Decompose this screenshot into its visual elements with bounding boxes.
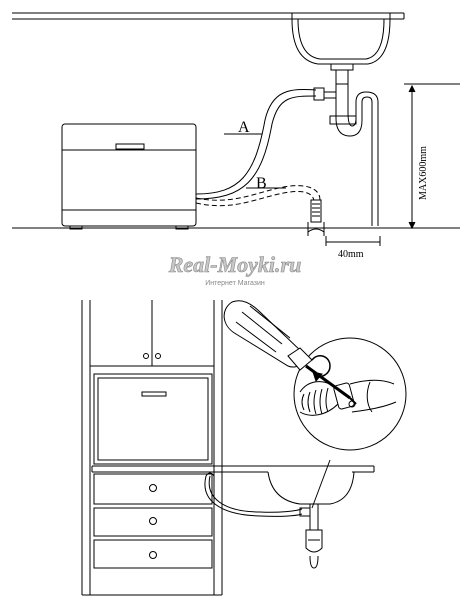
bottom-drain-hose bbox=[204, 472, 303, 517]
label-max-height: MAX600mm bbox=[418, 146, 429, 200]
upper-cabinet-doors bbox=[90, 300, 214, 367]
dishwasher-unit bbox=[61, 123, 197, 230]
detail-magnifier bbox=[293, 337, 407, 451]
lower-drawers bbox=[93, 473, 213, 569]
under-sink bbox=[267, 466, 375, 505]
bottom-siphon bbox=[299, 504, 323, 569]
cabinet-dishwasher bbox=[93, 373, 213, 465]
label-distance: 40mm bbox=[338, 249, 364, 260]
countertop bbox=[12, 12, 405, 20]
cabinet-frame bbox=[81, 300, 223, 596]
drain-hose-a bbox=[195, 89, 317, 200]
rotation-arrow bbox=[311, 355, 331, 382]
sink-basin bbox=[291, 13, 391, 85]
top-diagram bbox=[12, 12, 460, 246]
floor-drain bbox=[307, 199, 325, 236]
counter-shelf bbox=[91, 465, 374, 473]
screwdriver bbox=[223, 300, 357, 405]
height-dimension bbox=[404, 83, 460, 230]
sink-siphon bbox=[313, 84, 379, 226]
drain-hose-b bbox=[195, 185, 321, 207]
label-a: A bbox=[238, 119, 250, 136]
watermark-subtitle: Интернет Магазин bbox=[205, 280, 265, 287]
detail-pointer bbox=[311, 459, 331, 509]
watermark-brand: Real-Moyki.ru bbox=[168, 252, 302, 277]
label-b: B bbox=[256, 175, 267, 192]
distance-dimension bbox=[325, 236, 381, 246]
bottom-diagram bbox=[81, 300, 407, 596]
